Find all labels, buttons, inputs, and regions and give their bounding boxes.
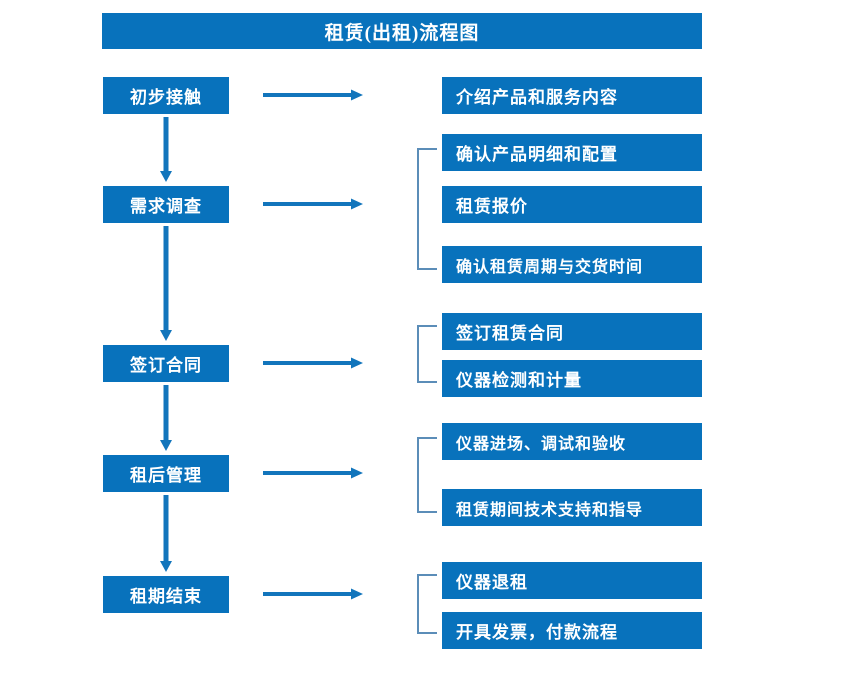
group-bracket-2 <box>417 325 437 383</box>
stage-box-4[interactable]: 租后管理 <box>103 455 229 492</box>
right-arrow-icon-5 <box>263 588 363 600</box>
detail-box-8[interactable]: 租赁期间技术支持和指导 <box>442 489 702 526</box>
right-arrow-icon-3 <box>263 357 363 369</box>
detail-box-5[interactable]: 签订租赁合同 <box>442 313 702 350</box>
down-arrow-icon-1 <box>160 117 172 182</box>
group-bracket-3 <box>417 437 437 513</box>
down-arrow-icon-3 <box>160 385 172 451</box>
stage-box-2[interactable]: 需求调查 <box>103 186 229 223</box>
detail-box-3[interactable]: 租赁报价 <box>442 186 702 223</box>
detail-box-6[interactable]: 仪器检测和计量 <box>442 360 702 397</box>
detail-box-4[interactable]: 确认租赁周期与交货时间 <box>442 246 702 283</box>
detail-box-2[interactable]: 确认产品明细和配置 <box>442 134 702 171</box>
stage-box-3[interactable]: 签订合同 <box>103 345 229 382</box>
detail-box-7[interactable]: 仪器进场、调试和验收 <box>442 423 702 460</box>
right-arrow-icon-2 <box>263 198 363 210</box>
down-arrow-icon-4 <box>160 495 172 572</box>
down-arrow-icon-2 <box>160 226 172 341</box>
group-bracket-1 <box>417 148 437 270</box>
right-arrow-icon-1 <box>263 89 363 101</box>
diagram-title: 租赁(出租)流程图 <box>102 13 702 49</box>
group-bracket-4 <box>417 574 437 634</box>
detail-box-9[interactable]: 仪器退租 <box>442 562 702 599</box>
detail-box-1[interactable]: 介绍产品和服务内容 <box>442 77 702 114</box>
right-arrow-icon-4 <box>263 467 363 479</box>
stage-box-1[interactable]: 初步接触 <box>103 77 229 114</box>
stage-box-5[interactable]: 租期结束 <box>103 576 229 613</box>
detail-box-10[interactable]: 开具发票，付款流程 <box>442 612 702 649</box>
